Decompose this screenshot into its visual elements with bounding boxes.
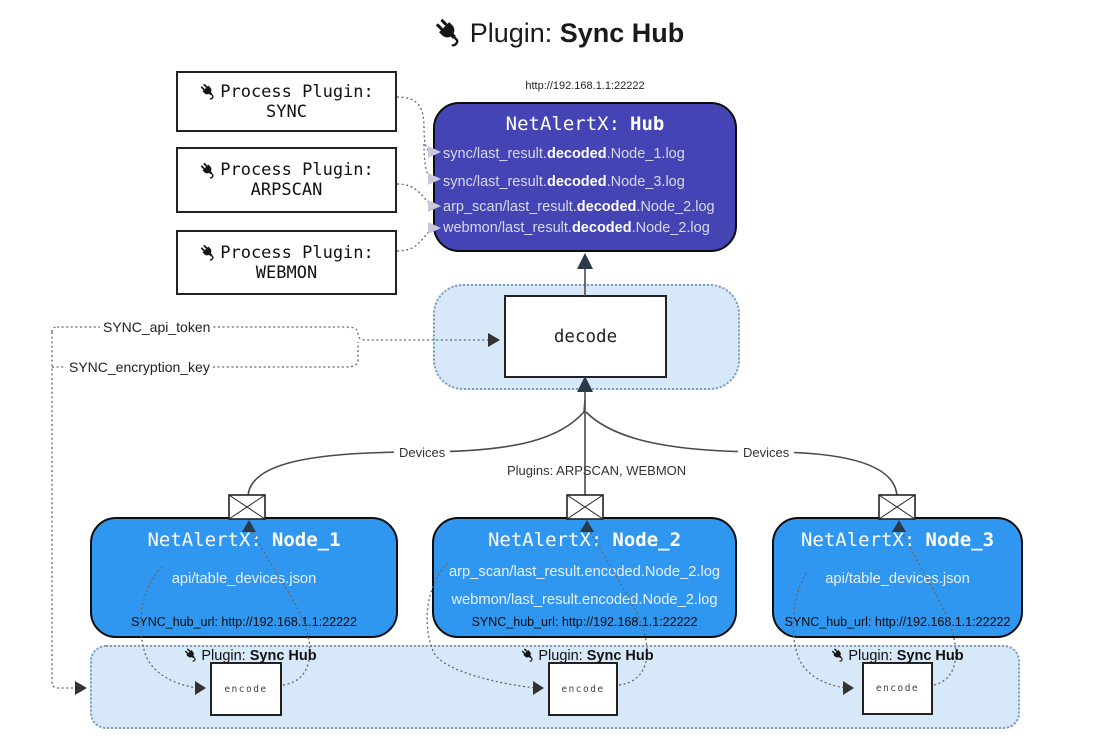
plug-icon — [199, 243, 218, 262]
decode-box: decode — [504, 295, 667, 378]
devices-left-label: Devices — [394, 445, 451, 460]
node-title: NetAlertX:Node_2 — [487, 529, 682, 551]
title-prefix: Plugin: — [469, 18, 553, 48]
connector-sync-to-hub-2 — [423, 143, 433, 180]
node-title: NetAlertX:Node_1 — [147, 529, 341, 551]
process-plugin-box-arpscan: Process Plugin: ARPSCAN — [176, 147, 397, 213]
page-title: Plugin: Sync Hub — [0, 16, 1117, 49]
sync-hub-plugin-label-1: Plugin: Sync Hub — [183, 647, 317, 664]
envelope-icon — [878, 494, 916, 520]
plug-icon — [520, 647, 536, 663]
hub-log-line: sync/last_result.decoded.Node_1.log — [443, 146, 685, 162]
process-plugin-box-webmon: Process Plugin: WEBMON — [176, 230, 397, 295]
hub-title: NetAlertX:Hub — [505, 113, 665, 135]
sync-hub-plugin-label-2: Plugin: Sync Hub — [520, 647, 654, 664]
node-title: NetAlertX:Node_3 — [800, 529, 995, 551]
node-box-node-1: NetAlertX:Node_1 api/table_devices.json … — [90, 517, 398, 638]
envelope-icon — [566, 494, 604, 520]
arrowhead-into-panel — [75, 681, 87, 695]
process-plugin-name: SYNC — [266, 101, 307, 122]
encode-box-1: encode — [210, 662, 282, 716]
hub-box: NetAlertX:Hub sync/last_result.decoded.N… — [433, 102, 737, 252]
devices-right-label: Devices — [738, 445, 795, 460]
encode-box-3: encode — [862, 662, 933, 715]
sync-api-token-label: SYNC_api_token — [100, 319, 214, 335]
node-file: api/table_devices.json — [171, 571, 317, 587]
encode-box-2: encode — [548, 662, 618, 716]
plug-icon — [433, 16, 466, 49]
node-file: api/table_devices.json — [825, 571, 970, 587]
connector-settings-down — [51, 326, 79, 689]
hub-log-line: webmon/last_result.decoded.Node_2.log — [443, 220, 710, 236]
hub-url-label: http://192.168.1.1:22222 — [525, 80, 645, 92]
arrowhead-into-hub — [577, 253, 593, 269]
connector-sync-to-hub — [396, 96, 433, 153]
sync-encryption-key-label: SYNC_encryption_key — [66, 359, 213, 375]
envelope-icon — [228, 494, 266, 520]
node-box-node-3: NetAlertX:Node_3 api/table_devices.json … — [772, 517, 1023, 638]
node-box-node-2: NetAlertX:Node_2 arp_scan/last_result.en… — [432, 517, 737, 638]
hub-log-line: sync/last_result.decoded.Node_3.log — [443, 174, 685, 190]
node-hub-url: SYNC_hub_url: http://192.168.1.1:22222 — [471, 615, 698, 629]
plug-icon — [199, 82, 218, 101]
process-plugin-name: ARPSCAN — [250, 180, 323, 200]
process-plugin-box-sync: Process Plugin: SYNC — [176, 71, 397, 132]
connector-webmon-to-hub — [396, 228, 432, 252]
hub-log-line: arp_scan/last_result.decoded.Node_2.log — [443, 199, 715, 215]
node-hub-url: SYNC_hub_url: http://192.168.1.1:22222 — [784, 615, 1011, 629]
plug-icon — [830, 647, 846, 663]
node-hub-url: SYNC_hub_url: http://192.168.1.1:22222 — [131, 615, 357, 629]
node-file: webmon/last_result.encoded.Node_2.log — [451, 592, 718, 608]
node-file: arp_scan/last_result.encoded.Node_2.log — [448, 564, 721, 580]
process-plugin-name: WEBMON — [255, 262, 318, 283]
plug-icon — [199, 161, 218, 180]
plug-icon — [183, 647, 199, 663]
plugins-edge-label: Plugins: ARPSCAN, WEBMON — [507, 463, 687, 478]
connector-arpscan-to-hub — [396, 183, 432, 206]
title-name: Sync Hub — [559, 18, 685, 48]
sync-hub-plugin-label-3: Plugin: Sync Hub — [830, 647, 964, 664]
